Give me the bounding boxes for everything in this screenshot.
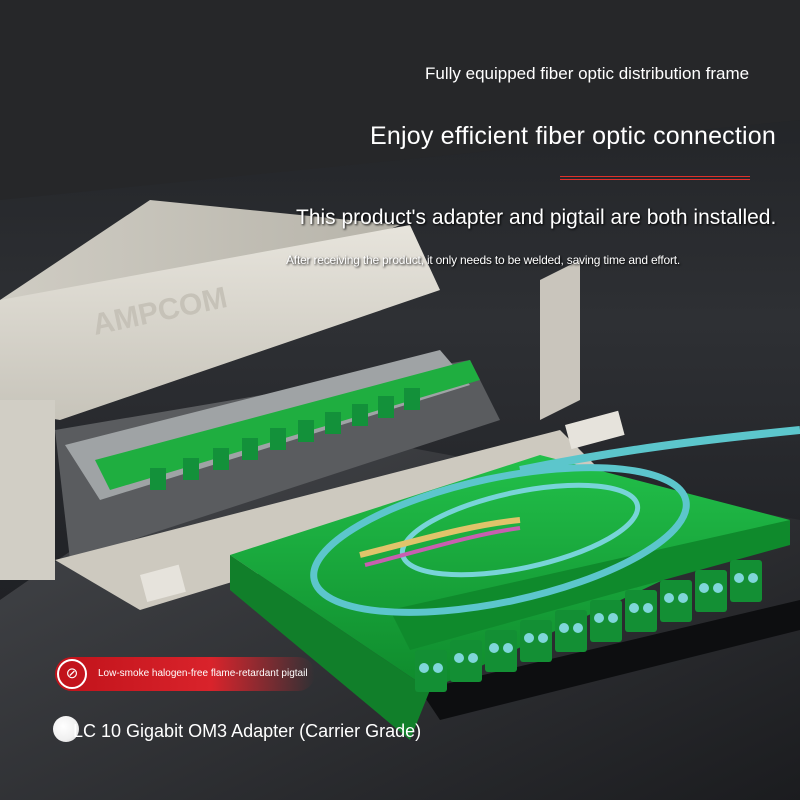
adapter-caption-dot	[53, 716, 79, 742]
headline-line-4: After receiving the product, it only nee…	[286, 253, 681, 267]
red-accent-line	[560, 176, 750, 180]
incoming-fiber-cable	[519, 426, 800, 474]
flame-retardant-badge	[55, 657, 315, 691]
pigtail-fan-2	[364, 526, 521, 567]
headline-line-1: Fully equipped fiber optic distribution …	[425, 64, 750, 83]
chassis-bottom-tray	[55, 430, 600, 610]
flame-retardant-icon: ⊘	[57, 659, 87, 689]
rear-green-rail	[95, 360, 480, 490]
chassis-latch-lower	[140, 564, 186, 603]
pigtail-fan	[359, 517, 521, 558]
dark-shelf-upper	[0, 0, 800, 200]
table-edge	[420, 600, 800, 720]
fiber-coil-outer	[310, 464, 690, 616]
chassis-top	[0, 200, 400, 300]
flame-retardant-label: Low-smoke halogen-free flame-retardant p…	[98, 668, 308, 679]
rear-adapter-row	[150, 388, 420, 490]
front-adapter-row	[415, 560, 762, 692]
chassis-latch	[565, 410, 625, 450]
adapter-caption: LC 10 Gigabit OM3 Adapter (Carrier Grade…	[73, 721, 422, 741]
headline-line-2: Enjoy efficient fiber optic connection	[370, 122, 776, 150]
green-tray-side-wall	[230, 555, 430, 740]
chassis-left-bracket	[0, 400, 55, 580]
headline-line-3: This product's adapter and pigtail are b…	[296, 206, 777, 229]
green-tray-front-lip	[390, 520, 790, 650]
chassis-front-panel	[0, 225, 440, 420]
chassis-side-bracket	[540, 260, 580, 420]
